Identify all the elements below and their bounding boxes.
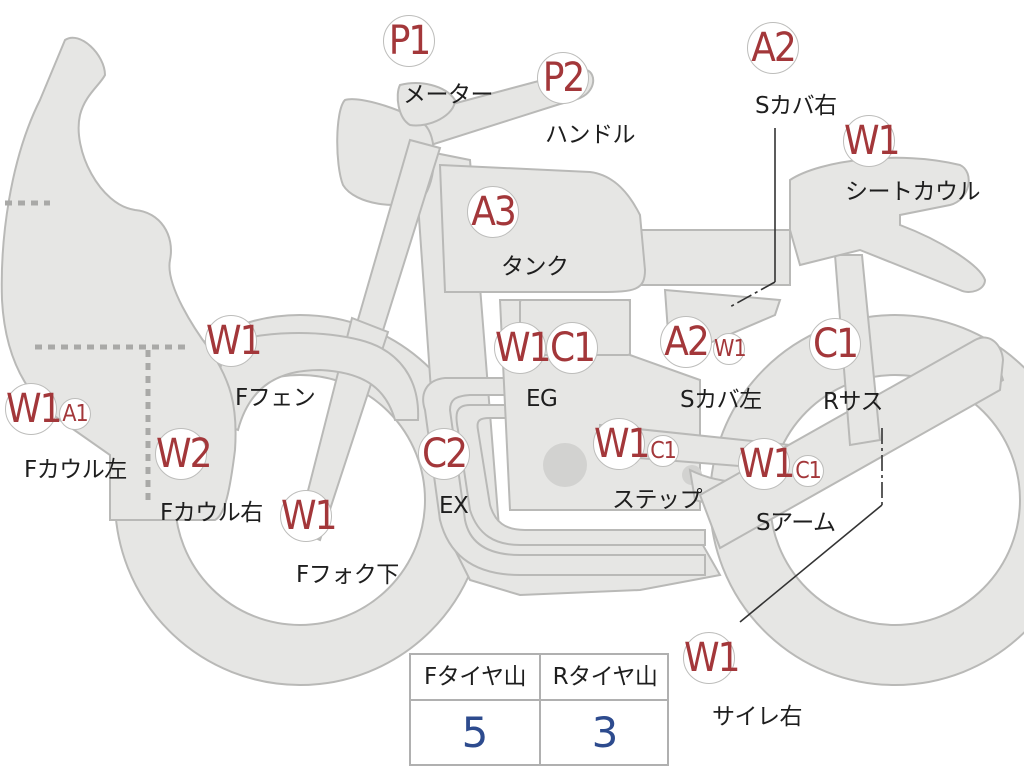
tank-label: タンク xyxy=(501,254,569,280)
front-cowl-left-code-1: W1 xyxy=(5,383,62,435)
meter-code-1: P1 xyxy=(383,15,435,67)
handle-code-1: P2 xyxy=(537,52,589,104)
exhaust-label: EX xyxy=(439,493,469,519)
exhaust-code-1: C2 xyxy=(418,428,470,480)
exhaust-pipe-inner xyxy=(455,404,706,546)
swing-arm-label: Sアーム xyxy=(756,510,836,536)
engine-code-2: C1 xyxy=(546,322,598,374)
rear-suspension-code-1: C1 xyxy=(809,318,861,370)
rear-suspension-label: Rサス xyxy=(823,389,884,415)
step-label: ステップ xyxy=(612,487,703,513)
side-cover-left-code-2: W1 xyxy=(713,333,747,365)
swing-arm-code-1: W1 xyxy=(738,438,795,490)
seat-cowl-label: シートカウル xyxy=(845,179,981,205)
front-tire-tread-value: 5 xyxy=(461,708,489,757)
front-fender-code-1: W1 xyxy=(205,315,262,367)
front-cowl-right-label: Fカウル右 xyxy=(160,500,263,526)
handle-label: ハンドル xyxy=(545,122,636,148)
front-cowl-left-code-2: A1 xyxy=(59,398,91,430)
seat-cowl-code-1: W1 xyxy=(843,115,900,167)
tank-code-1: A3 xyxy=(467,186,519,238)
seat-frame xyxy=(639,229,791,286)
table-divider xyxy=(539,655,541,764)
front-cowl-right-code-1: W2 xyxy=(155,428,212,480)
front-fork-lower-code-1: W1 xyxy=(280,490,337,542)
front-fender-shape xyxy=(208,332,420,432)
meter-label: メーター xyxy=(403,82,494,108)
tire-tread-table: Fタイヤ山 Rタイヤ山 5 3 xyxy=(409,653,669,766)
side-cover-right-code-1: A2 xyxy=(747,22,799,74)
front-tire-tread-header: Fタイヤ山 xyxy=(411,655,539,701)
step-code-2: C1 xyxy=(647,435,679,467)
side-cover-left-label: Sカバ左 xyxy=(680,387,762,413)
swing-arm-code-2: C1 xyxy=(792,455,824,487)
silencer-right-code-1: W1 xyxy=(683,632,740,684)
front-fork-lower-label: Fフォク下 xyxy=(296,562,399,588)
engine-label: EG xyxy=(526,386,558,412)
side-cover-left-code-1: A2 xyxy=(660,316,712,368)
exhaust-pipe xyxy=(422,377,706,576)
step-code-1: W1 xyxy=(593,418,650,470)
rear-tire-tread-value: 3 xyxy=(591,708,619,757)
engine-code-1: W1 xyxy=(494,322,551,374)
side-cover-right-label: Sカバ右 xyxy=(755,93,837,119)
rear-tire-tread-header: Rタイヤ山 xyxy=(541,655,669,701)
silencer-right-label: サイレ右 xyxy=(712,704,803,730)
meter-top xyxy=(396,82,457,127)
front-cowl-left-label: Fカウル左 xyxy=(24,457,127,483)
front-fender-label: Fフェン xyxy=(235,385,316,411)
